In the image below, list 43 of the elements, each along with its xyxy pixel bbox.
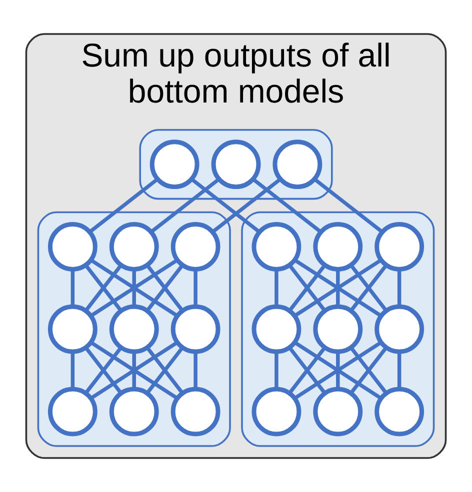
- node-circle: [109, 222, 159, 272]
- node-circle: [211, 140, 261, 190]
- connector: [336, 270, 340, 306]
- connector: [252, 178, 322, 234]
- connector: [70, 352, 75, 389]
- connector: [336, 352, 340, 389]
- connector: [190, 178, 261, 234]
- connector: [88, 178, 158, 234]
- cluster: [37, 211, 231, 447]
- connector: [194, 270, 198, 306]
- cluster: Sum up outputs of all bottom models: [25, 33, 447, 459]
- node-circle: [48, 304, 98, 354]
- node-circle: [374, 222, 424, 272]
- connector: [397, 270, 402, 306]
- node-circle: [48, 386, 98, 436]
- node-circle: [252, 304, 302, 354]
- node-circle: [313, 222, 363, 272]
- connector: [132, 270, 136, 306]
- node-circle: [374, 304, 424, 354]
- node-circle: [252, 386, 302, 436]
- node-circle: [313, 304, 363, 354]
- node-circle: [170, 222, 220, 272]
- cluster: [139, 128, 333, 200]
- connector: [194, 352, 198, 389]
- node-circle: [170, 386, 220, 436]
- connector: [132, 352, 136, 389]
- node-circle: [252, 222, 302, 272]
- node-circle: [109, 304, 159, 354]
- node-circle: [109, 386, 159, 436]
- connector: [397, 352, 402, 389]
- connector: [70, 270, 75, 306]
- node-circle: [374, 386, 424, 436]
- connector: [274, 352, 278, 389]
- node-circle: [313, 386, 363, 436]
- node-circle: [48, 222, 98, 272]
- node-circle: [150, 140, 200, 190]
- cluster: [241, 211, 435, 447]
- connector: [314, 178, 384, 234]
- node-circle: [272, 140, 322, 190]
- connector: [150, 178, 220, 234]
- node-circle: [170, 304, 220, 354]
- connector: [211, 178, 282, 234]
- connector: [274, 270, 278, 306]
